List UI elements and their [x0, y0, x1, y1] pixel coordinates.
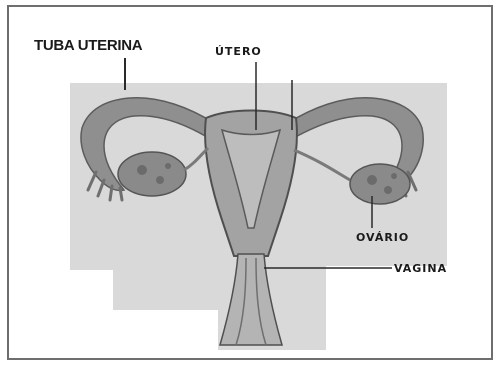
right-ovary — [350, 164, 410, 204]
left-ovary — [118, 152, 186, 196]
label-utero: ÚTERO — [215, 46, 262, 57]
label-ovario: OVÁRIO — [356, 232, 409, 243]
label-tuba-uterina: TUBA UTERINA — [34, 38, 142, 53]
label-vagina: VAGINA — [394, 263, 447, 274]
